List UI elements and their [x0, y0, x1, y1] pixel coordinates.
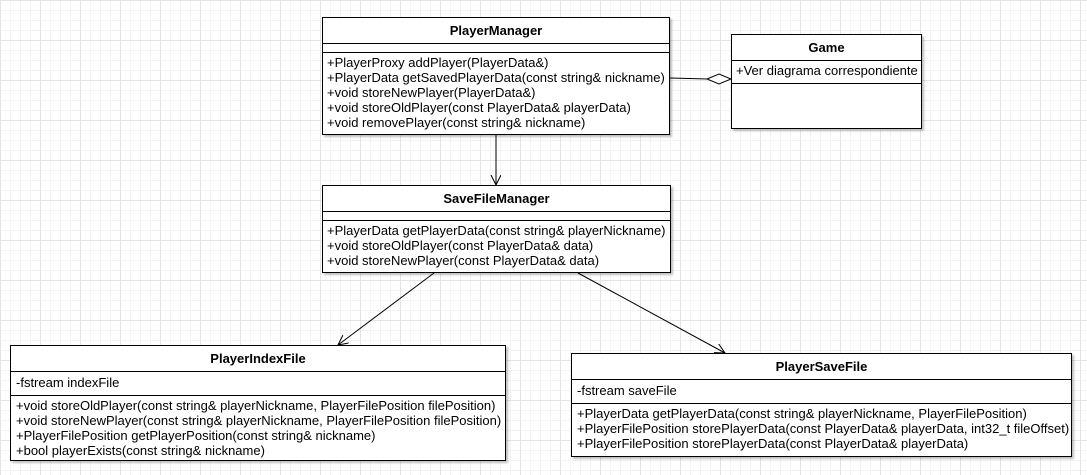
method: +void storeOldPlayer(const PlayerData& d… [327, 238, 594, 253]
method: +PlayerFilePosition storePlayerData(cons… [577, 421, 1070, 436]
method: +void storeNewPlayer(const PlayerData& d… [327, 253, 600, 268]
class-name: PlayerSaveFile [572, 354, 1071, 380]
method: +PlayerData getPlayerData(const string& … [577, 406, 1027, 421]
class-save-file-manager[interactable]: SaveFileManager +PlayerData getPlayerDat… [322, 185, 671, 273]
method: +PlayerData getSavedPlayerData(const str… [327, 70, 665, 85]
methods-compartment: +void storeOldPlayer(const string& playe… [11, 396, 505, 460]
method: +bool playerExists(const string& nicknam… [16, 443, 265, 458]
methods-compartment: +PlayerData getPlayerData(const string& … [572, 404, 1071, 453]
class-name: Game [732, 35, 921, 61]
association-savefilemanager-playersavefile[interactable] [577, 272, 725, 353]
class-player-save-file[interactable]: PlayerSaveFile -fstream saveFile +Player… [571, 353, 1072, 457]
method: +void storeOldPlayer(const PlayerData& p… [327, 100, 631, 115]
attributes-compartment: +Ver diagrama correspondiente [732, 61, 921, 84]
class-name: PlayerIndexFile [11, 346, 505, 372]
method: +PlayerFilePosition getPlayerPosition(co… [16, 428, 376, 443]
methods-compartment: +PlayerProxy addPlayer(PlayerData&) +Pla… [323, 53, 669, 132]
attributes-compartment [323, 212, 670, 221]
attribute: -fstream indexFile [16, 375, 120, 390]
class-game[interactable]: Game +Ver diagrama correspondiente [731, 34, 922, 129]
class-name: PlayerManager [323, 18, 669, 44]
class-player-index-file[interactable]: PlayerIndexFile -fstream indexFile +void… [10, 345, 506, 461]
class-name: SaveFileManager [323, 186, 670, 212]
association-savefilemanager-playerindexfile[interactable] [338, 272, 435, 345]
methods-compartment: +PlayerData getPlayerData(const string& … [323, 221, 670, 270]
attributes-compartment: -fstream indexFile [11, 372, 505, 396]
attribute: +Ver diagrama correspondiente [736, 63, 918, 78]
class-player-manager[interactable]: PlayerManager +PlayerProxy addPlayer(Pla… [322, 17, 670, 135]
method: +PlayerProxy addPlayer(PlayerData&) [327, 55, 549, 70]
attributes-compartment [323, 44, 669, 53]
aggregation-game-playermanager[interactable] [669, 73, 733, 85]
method: +void storeOldPlayer(const string& playe… [16, 398, 496, 413]
method: +void storeNewPlayer(const string& playe… [16, 413, 502, 428]
attribute: -fstream saveFile [577, 383, 677, 398]
method: +void storeNewPlayer(PlayerData&) [327, 85, 536, 100]
method: +PlayerFilePosition storePlayerData(cons… [577, 436, 969, 451]
method: +PlayerData getPlayerData(const string& … [327, 223, 666, 238]
method: +void removePlayer(const string& nicknam… [327, 115, 586, 130]
methods-compartment [732, 84, 921, 88]
attributes-compartment: -fstream saveFile [572, 380, 1071, 404]
